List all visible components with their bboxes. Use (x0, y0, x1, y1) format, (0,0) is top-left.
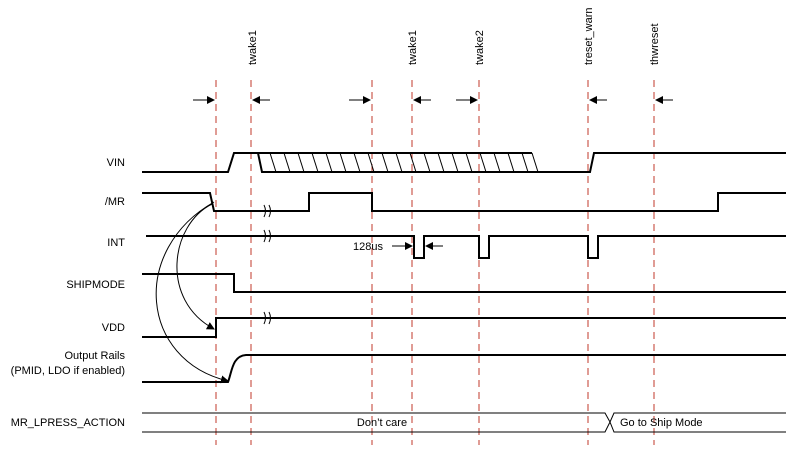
label-treset-warn: treset_warn (583, 8, 595, 65)
vdd-break-mark (263, 311, 271, 325)
int-pulse-width-label: 128us (353, 241, 383, 253)
label-twake2: twake2 (474, 30, 486, 65)
signal-label-mr-lpress-action: MR_LPRESS_ACTION (11, 417, 125, 429)
signal-label-vin: VIN (107, 157, 125, 169)
label-twake1-a: twake1 (247, 30, 259, 65)
bus-value-dont-care: Don’t care (357, 417, 407, 429)
waveform-vdd (142, 311, 786, 338)
arrow-mr-to-output-rails (155, 201, 229, 384)
waveform-int: 128us (146, 229, 786, 259)
waveform-vin (142, 152, 786, 173)
timing-labels: twake1 twake1 twake2 treset_warn thwrese… (247, 8, 661, 65)
arrow-mr-to-vdd (176, 203, 215, 330)
waveform-mr (142, 192, 786, 218)
signal-labels: VIN /MR INT SHIPMODE VDD Output Rails (P… (11, 157, 126, 429)
bus-mr-lpress-action: Don’t care Go to Ship Mode (142, 412, 786, 433)
signal-label-shipmode: SHIPMODE (66, 279, 125, 291)
waveform-shipmode (142, 273, 786, 293)
mr-break-mark (263, 204, 271, 218)
bus-value-go-to-ship-mode: Go to Ship Mode (620, 417, 703, 429)
int-break-mark (263, 229, 271, 243)
vin-hatch (257, 152, 539, 173)
causality-arrows (155, 201, 229, 384)
label-thwreset: thwreset (649, 23, 661, 65)
signal-label-vdd: VDD (102, 322, 125, 334)
label-twake1-b: twake1 (407, 30, 419, 65)
signal-label-int: INT (107, 237, 125, 249)
signal-label-output-rails: Output Rails (64, 350, 125, 362)
signal-label-mr: /MR (105, 196, 125, 208)
signal-label-output-rails-sub: (PMID, LDO if enabled) (11, 365, 125, 377)
waveform-output-rails (142, 354, 786, 383)
timing-markers (215, 80, 655, 445)
